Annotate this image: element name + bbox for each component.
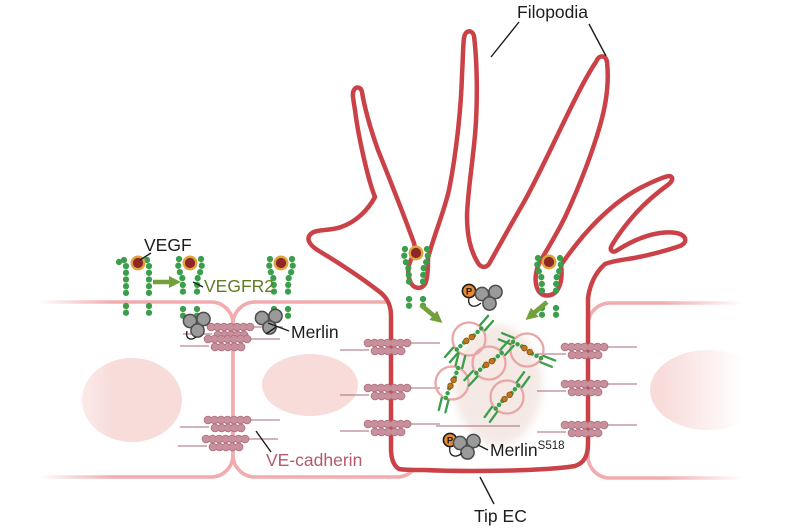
tip-ec-pointer	[479, 476, 495, 505]
filopodia-pointer-left	[490, 21, 520, 58]
left-fade-gradient	[38, 290, 113, 500]
left-fade	[0, 290, 38, 500]
merlin-pointer	[265, 322, 290, 335]
label-ve-cadherin: VE-cadherin	[266, 450, 362, 470]
label-merlin: Merlin	[291, 322, 339, 342]
label-vegf: VEGF	[144, 235, 192, 255]
label-merlin-s518-base: Merlin	[490, 440, 538, 460]
merlin-tail	[185, 330, 197, 340]
vesicle	[489, 379, 525, 415]
label-filopodia: Filopodia	[517, 2, 588, 22]
vesicle	[451, 321, 487, 357]
ve-cadherin-pointer	[255, 430, 272, 453]
phosphate-linker	[449, 446, 463, 457]
nucleus-middle	[262, 354, 358, 416]
label-vegfr2: VEGFR2	[204, 276, 274, 296]
endocytic-vesicles	[431, 315, 556, 422]
right-fade	[743, 292, 800, 500]
vegfr2-pointer	[192, 281, 204, 288]
tip-cell-outline	[306, 29, 688, 474]
vegf-pointer	[139, 252, 152, 261]
right-fade-gradient	[663, 292, 743, 500]
phosphate-linker	[468, 297, 482, 307]
filopodia-pointer-right	[588, 23, 607, 57]
activation-arrow	[153, 276, 181, 288]
label-merlin-s518: MerlinS518	[490, 440, 565, 460]
vesicle	[471, 345, 507, 381]
merlin-s518-pointer	[477, 444, 489, 451]
phosphate-badge	[461, 283, 477, 299]
vesicle	[434, 365, 470, 401]
label-merlin-s518-sup: S518	[538, 440, 565, 452]
label-tip-ec: Tip EC	[474, 506, 527, 526]
